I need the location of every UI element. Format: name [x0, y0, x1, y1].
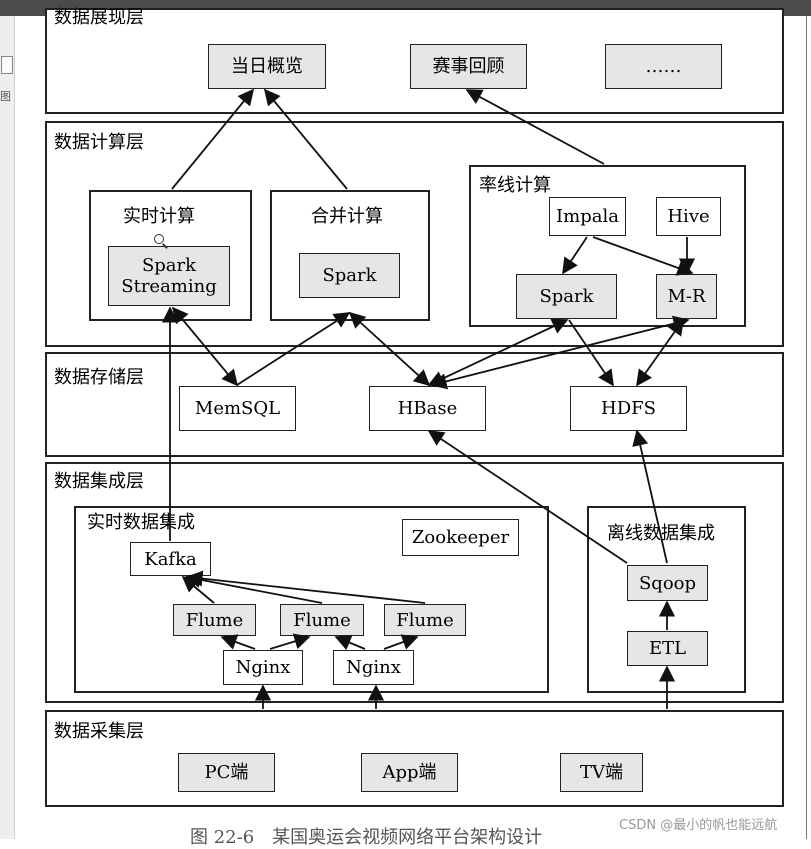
arrow-nginx1-to-flume1	[220, 634, 256, 650]
arrow-streaming-memsql	[171, 306, 239, 387]
arrow-realtime-to-overview	[171, 88, 255, 190]
zookeeper-node: Zookeeper	[402, 519, 519, 556]
mr-node: M-R	[656, 274, 717, 319]
nginx-node-2: Nginx	[333, 650, 414, 685]
arrow-nginx2-to-flume3	[383, 634, 419, 650]
flume-node-1: Flume	[173, 604, 256, 636]
hbase-node: HBase	[369, 386, 486, 431]
arrow-merge-hbase	[348, 311, 431, 387]
flume-node-2: Flume	[280, 604, 364, 636]
hive-node: Hive	[656, 197, 721, 236]
csdn-watermark: CSDN @最小的帆也能远航	[619, 818, 778, 833]
arrow-nginx1-to-flume2	[269, 633, 311, 650]
spark-streaming-node: Spark Streaming	[108, 246, 230, 306]
memsql-node: MemSQL	[179, 386, 296, 431]
arrow-spark-hbase	[427, 318, 569, 387]
daily-overview-node: 当日概览	[208, 44, 326, 89]
spark-merge-node: Spark	[299, 253, 400, 298]
arrow-flume3-to-kafka	[186, 570, 426, 604]
arrow-impala-to-spark	[562, 236, 588, 275]
collection-layer-title: 数据采集层	[54, 721, 144, 742]
storage-layer-title: 数据存储层	[54, 367, 144, 388]
app-client-node: App端	[361, 753, 458, 792]
sidebar-edge-glyph: 图	[0, 90, 11, 103]
arrow-mr-hdfs	[636, 318, 684, 387]
sqoop-node: Sqoop	[627, 565, 708, 601]
arrow-memsql-to-merge	[236, 312, 351, 386]
nginx-node-1: Nginx	[223, 650, 303, 685]
impala-node: Impala	[549, 197, 626, 236]
event-review-node: 赛事回顾	[410, 44, 527, 89]
offline-compute-title: 率线计算	[479, 175, 551, 196]
spark-offline-node: Spark	[516, 274, 617, 319]
arrow-flume2-to-kafka	[184, 571, 323, 604]
arrow-merge-to-overview	[263, 88, 348, 190]
figure-caption: 图 22-6 某国奥运会视频网络平台架构设计	[190, 827, 543, 848]
flume-node-3: Flume	[384, 604, 466, 636]
realtime-integration-title: 实时数据集成	[87, 512, 195, 533]
kafka-node: Kafka	[130, 542, 211, 576]
sidebar-thumbnail-icon[interactable]	[1, 56, 13, 74]
compute-layer-title: 数据计算层	[54, 132, 144, 153]
arrow-sqoop-to-hbase	[427, 430, 628, 564]
realtime-compute-title: 实时计算	[123, 206, 195, 227]
arrow-nginx2-to-flume2	[334, 635, 366, 651]
merge-compute-title: 合并计算	[311, 206, 383, 227]
etl-node: ETL	[627, 631, 708, 666]
arrow-offline-to-review	[465, 89, 605, 165]
integration-layer-title: 数据集成层	[54, 471, 144, 492]
magnifier-cursor-icon	[154, 234, 164, 244]
more-node: ……	[605, 44, 722, 89]
presentation-layer-title: 数据展现层	[54, 7, 144, 28]
arrow-impala-to-mr	[592, 236, 694, 276]
arrow-sqoop-to-hdfs	[632, 429, 668, 564]
left-sidebar-strip	[0, 16, 15, 839]
arrow-mr-hbase	[430, 315, 690, 390]
tv-client-node: TV端	[560, 753, 643, 792]
right-scroll-strip[interactable]	[802, 16, 811, 839]
arrow-spark-to-hdfs	[568, 319, 614, 387]
pc-client-node: PC端	[178, 753, 275, 792]
